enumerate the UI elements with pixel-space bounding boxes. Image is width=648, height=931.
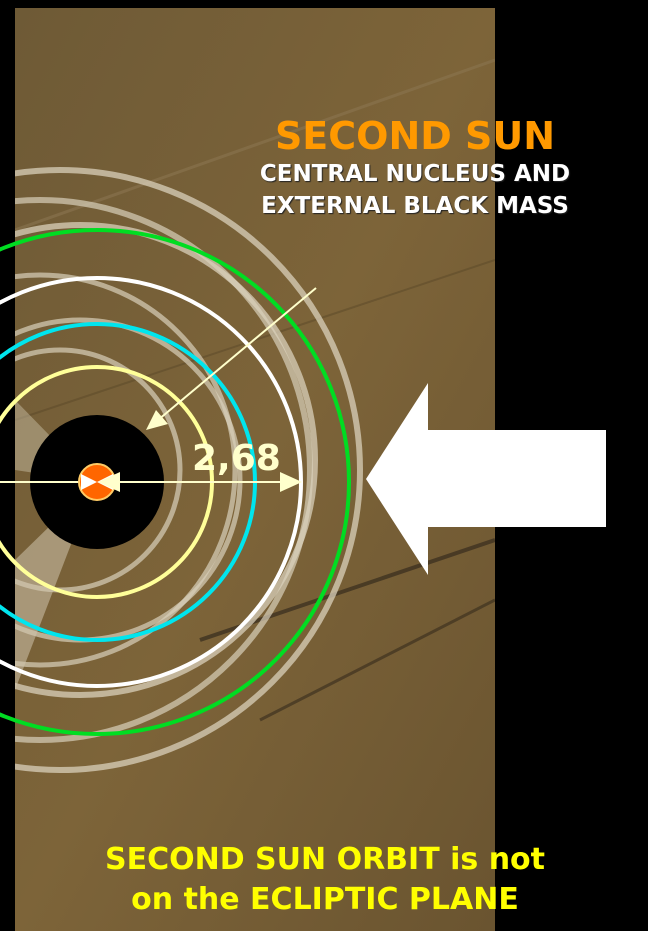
footer-line-2: on the ECLIPTIC PLANE	[131, 882, 519, 917]
left-arrow-icon	[366, 383, 606, 575]
measurement-line	[0, 472, 302, 492]
subtitle-line-2: EXTERNAL BLACK MASS	[261, 193, 569, 219]
green-outer-ring	[0, 228, 351, 736]
title-block: SECOND SUN CENTRAL NUCLEUS AND EXTERNAL …	[190, 114, 640, 222]
diagram-title: SECOND SUN	[274, 114, 556, 158]
subtitle-line-1: CENTRAL NUCLEUS AND	[259, 161, 571, 187]
diagonal-pointer	[146, 287, 317, 430]
distance-label: 2,68	[192, 438, 281, 479]
footer-line-1: SECOND SUN ORBIT is not	[104, 842, 546, 877]
hourglass-sun-symbol-icon	[78, 463, 120, 501]
footer-caption: SECOND SUN ORBIT is not on the ECLIPTIC …	[30, 840, 620, 920]
